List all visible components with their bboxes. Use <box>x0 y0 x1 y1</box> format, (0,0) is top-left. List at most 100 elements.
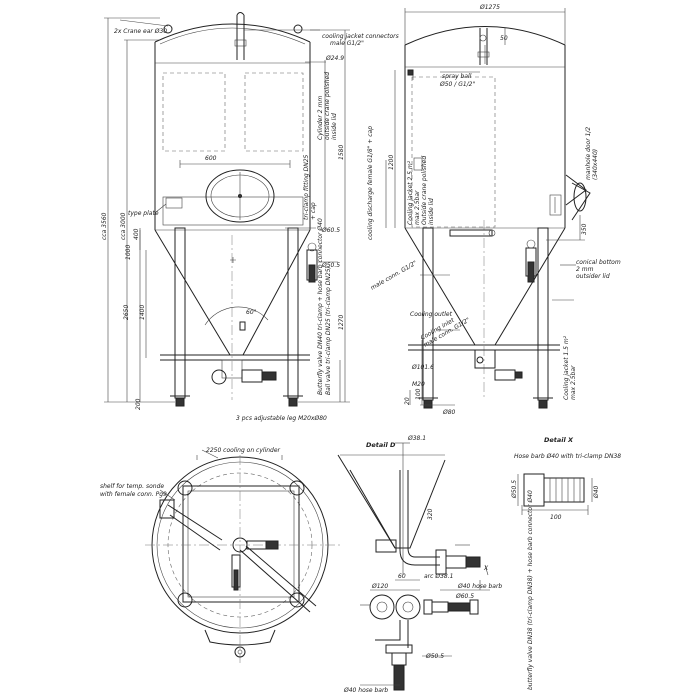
leg <box>287 227 299 399</box>
label-triclamp: tri-clamp fitting DN25 <box>303 154 310 220</box>
detail-d <box>337 442 490 691</box>
label-h350: 350 <box>581 223 588 235</box>
label-cooling-outlet: Cooling outlet <box>410 311 453 318</box>
label-h320: 320 <box>427 508 434 520</box>
label-cooling-cyl: 2250 cooling on cylinder <box>206 447 281 454</box>
label-d101-6: Ø101.6 <box>411 364 434 371</box>
manhole-door <box>205 169 275 223</box>
label-h1270: 1270 <box>338 315 345 330</box>
top-view <box>145 449 340 665</box>
label-shelf: shelf for temp. sonde <box>100 483 164 490</box>
label-d40: Ø40 <box>593 485 600 499</box>
label-cooling-jacket-conn: cooling jacket connectors <box>322 33 399 40</box>
cooling-jacket <box>411 76 496 228</box>
label-h200: 200 <box>135 398 142 410</box>
left-cone <box>154 229 311 356</box>
label-arc: arc Ø38.1 <box>424 573 453 580</box>
label-cca3560: cca 3560 <box>101 212 108 240</box>
label-ball-valve: Ball valve tri-clamp DN25 (tri-clamp DN2… <box>325 266 332 395</box>
label-hose-barb-title: Hose barb Ø40 with tri-clamp DN38 <box>514 453 621 460</box>
label-legs: 3 pcs adjustable leg M20xØ80 <box>236 415 327 422</box>
label-h1650: 2650 <box>123 305 130 320</box>
pipe-section <box>395 594 421 620</box>
label-h20: 20 <box>404 397 411 405</box>
label-conical3: outsider lid <box>576 273 610 280</box>
leg-foot <box>289 592 305 608</box>
leg <box>174 227 186 399</box>
side-view-left <box>104 12 350 407</box>
crane-ear <box>163 24 173 34</box>
label-cooling-outlet2: male conn. G1/2" <box>370 259 419 291</box>
label-cca3000: cca 3000 <box>120 212 127 240</box>
detail-d-cone <box>337 454 446 549</box>
label-x-mark: X <box>483 565 489 572</box>
label-d60-5: Ø60.5 <box>321 227 340 234</box>
label-butterfly-right: butterfly valve DN38 (tri-clamp DN38) + … <box>527 490 534 690</box>
support-frame <box>182 485 300 603</box>
pipe-section <box>369 594 395 620</box>
right-dome <box>404 26 566 46</box>
cooling-jacket-panel <box>244 72 304 152</box>
label-d60: 60 <box>398 573 406 580</box>
label-d50: 50 <box>500 35 508 42</box>
leg-foot <box>177 592 193 608</box>
label-h1400: 1400 <box>139 305 146 320</box>
crane-ear <box>293 24 303 34</box>
label-cyl2: outside crane polished <box>324 72 331 140</box>
label-d120: Ø120 <box>371 583 388 590</box>
label-detail-d: Detail D <box>366 441 396 449</box>
side-view-right <box>385 8 591 409</box>
label-conical: conical bottom <box>576 259 621 266</box>
label-d38-1: Ø38.1 <box>407 435 426 442</box>
label-spray-ball: spray ball <box>442 73 472 80</box>
label-conical2: 2 mm <box>576 266 594 273</box>
label-m20: M20 <box>412 381 425 388</box>
label-jacket4: inside lid <box>428 198 435 225</box>
label-jacket3: Outside crane polished <box>421 156 428 225</box>
ball-valve <box>211 369 227 385</box>
label-crane-ear: 2x Crane ear Ø30 <box>114 28 167 35</box>
label-spray-ball2: Ø50 / G1/2" <box>439 81 475 88</box>
label-h400: 400 <box>133 228 140 240</box>
hose-barb <box>543 477 585 503</box>
detail-x <box>517 473 593 515</box>
label-cooling-jacket-15b: max 2.5bar <box>570 365 577 400</box>
label-d24: Ø24.9 <box>325 55 344 62</box>
label-h100: 100 <box>415 388 422 400</box>
label-detail-x: Detail X <box>544 436 574 444</box>
annotations: 2x Crane ear Ø30 cooling jacket connecto… <box>100 4 621 694</box>
label-w600: 600 <box>205 155 217 162</box>
label-h1200: 1200 <box>388 155 395 170</box>
label-male: male G1/2" <box>330 40 364 47</box>
label-h1580: 1580 <box>338 145 345 160</box>
label-manhole: manhole door 1/2 <box>585 127 592 180</box>
label-cyl3: inside lid <box>331 113 338 140</box>
label-cooling-discharge: cooling discharge female G1/8" + cap <box>367 126 374 240</box>
label-d50-5c: Ø50.5 <box>511 480 518 499</box>
left-dome <box>154 23 311 43</box>
right-cone <box>404 227 566 346</box>
label-d50-5b: Ø50.5 <box>425 653 444 660</box>
label-jacket2: max 2.5bar <box>414 190 421 225</box>
label-d40hose2: Ø40 hose barb <box>343 687 388 694</box>
label-angle60: 60° <box>246 309 257 316</box>
leg <box>537 227 549 401</box>
leg-foot <box>177 480 193 496</box>
label-d50-5: Ø50.5 <box>321 262 340 269</box>
label-cap: + cap <box>310 202 317 220</box>
cooling-jacket-panel <box>162 72 226 152</box>
label-type-plate: type plate <box>128 210 159 217</box>
manhole-handle <box>573 182 587 212</box>
label-cyl1: Cylinder 2 mm <box>317 96 324 140</box>
label-manhole2: (340x440) <box>592 149 599 180</box>
label-h1000: 1000 <box>125 245 132 260</box>
leg-foot <box>289 480 305 496</box>
label-w1275: Ø1275 <box>479 4 500 11</box>
label-d40hose: Ø40 hose barb <box>457 583 502 590</box>
label-jacket1: Cooling jacket 2.5 m² <box>407 160 414 225</box>
label-d60-5b: Ø60.5 <box>455 593 474 600</box>
label-cooling-jacket-15: Cooling jacket 1.5 m² <box>563 335 570 400</box>
type-plate <box>165 197 183 209</box>
